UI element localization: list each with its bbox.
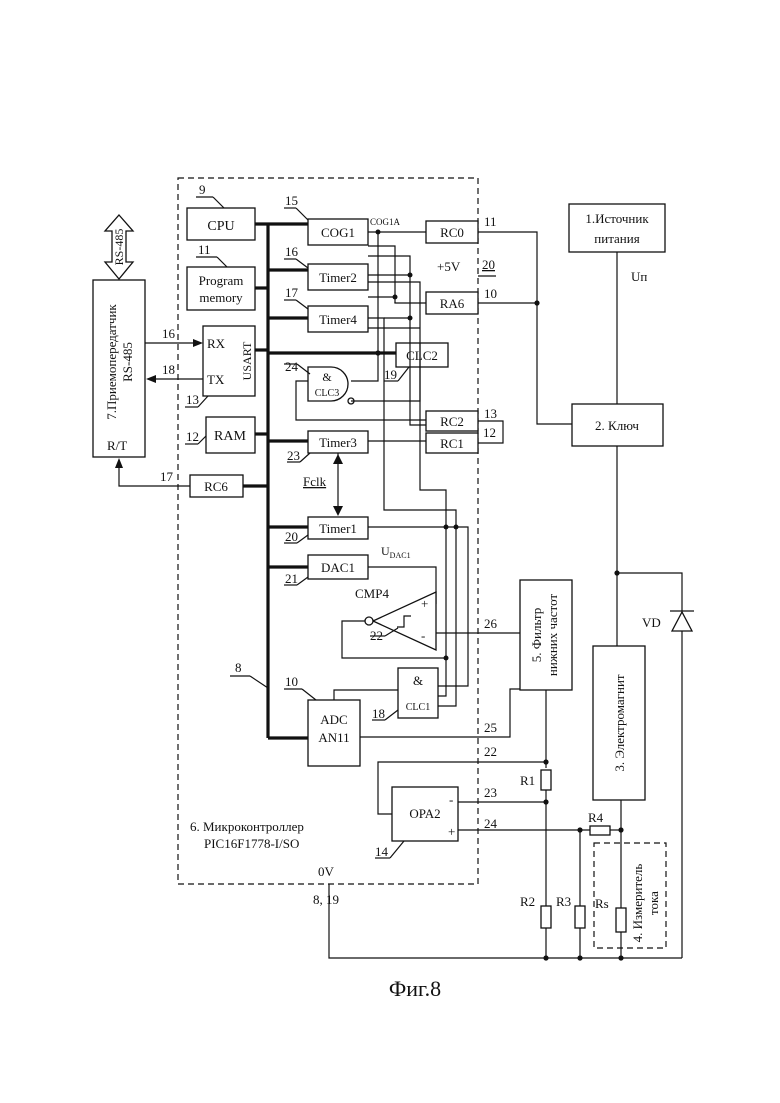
pin-20: 20 [482, 257, 495, 272]
figure-caption: Фиг.8 [389, 976, 441, 1001]
transceiver-label-2: RS-485 [120, 342, 135, 382]
plus5v-label: +5V [437, 259, 461, 274]
rt-label: R/T [107, 438, 127, 453]
pin-25: 25 [484, 720, 497, 735]
ref-15: 15 [285, 193, 298, 208]
ref-rx-16: 16 [162, 326, 176, 341]
timer4-label: Timer4 [319, 312, 357, 327]
power-source-label-2: питания [594, 231, 639, 246]
cog1-label: COG1 [321, 225, 355, 240]
pin-26: 26 [484, 616, 498, 631]
r1-resistor [541, 770, 551, 790]
r4-label: R4 [588, 810, 604, 825]
adc-label: ADC [320, 712, 347, 727]
cog1a-label: COG1A [370, 217, 401, 227]
rc0-label: RC0 [440, 225, 464, 240]
r2-label: R2 [520, 894, 535, 909]
r1-label: R1 [520, 773, 535, 788]
clc1-label: CLC1 [406, 702, 430, 713]
program-memory-label-2: memory [199, 290, 243, 305]
rs-label: Rs [595, 896, 609, 911]
r2-resistor [541, 906, 551, 928]
clc3-label: CLC3 [315, 388, 339, 399]
fclk-label: Fclk [303, 474, 327, 489]
pin-12: 12 [483, 425, 496, 440]
mcu-label-2: PIC16F1778-I/SO [204, 836, 299, 851]
udac-label: UDAC1 [381, 544, 411, 560]
timer3-label: Timer3 [319, 435, 357, 450]
vd-label: VD [642, 615, 661, 630]
ram-label: RAM [214, 429, 246, 444]
usart-label: USART [240, 341, 254, 380]
usart-rx: RX [207, 336, 226, 351]
pin-23: 23 [484, 785, 497, 800]
transceiver-block [93, 280, 145, 457]
program-memory-label-1: Program [199, 273, 244, 288]
opa2-plus: + [448, 824, 455, 839]
ref-tx-18: 18 [162, 362, 175, 377]
r4-resistor [590, 826, 610, 835]
rc6-label: RC6 [204, 479, 228, 494]
ref-14: 14 [375, 844, 389, 859]
gnd-pins-label: 8, 19 [313, 892, 339, 907]
ref-13: 13 [186, 392, 199, 407]
an11-label: AN11 [318, 730, 349, 745]
ref-12: 12 [186, 429, 199, 444]
rs-resistor [616, 908, 626, 932]
power-source-label-1: 1.Источник [585, 211, 649, 226]
ref-16: 16 [285, 244, 299, 259]
ref-11: 11 [198, 242, 211, 257]
pin-22: 22 [484, 744, 497, 759]
ref-23: 23 [287, 448, 300, 463]
r3-resistor [575, 906, 585, 928]
clc2-label: CLC2 [406, 348, 438, 363]
pin-24: 24 [484, 816, 498, 831]
cpu-label: CPU [207, 219, 234, 234]
opa2-minus: - [449, 792, 453, 807]
pin-13: 13 [484, 406, 497, 421]
ra6-label: RA6 [440, 296, 465, 311]
ref-20: 20 [285, 529, 298, 544]
rc1-label: RC1 [440, 436, 464, 451]
ref-21: 21 [285, 571, 298, 586]
clc3-and: & [322, 370, 332, 384]
key-label: 2. Ключ [595, 418, 639, 433]
ref-rt-17: 17 [160, 469, 174, 484]
ref-22: 22 [370, 628, 383, 643]
usart-tx: TX [207, 372, 225, 387]
dac1-label: DAC1 [321, 560, 355, 575]
opa2-label: OPA2 [409, 806, 440, 821]
transceiver-label-1: 7.Приемопередатчик [104, 304, 119, 420]
rs485-label: RS-485 [112, 229, 126, 266]
current-meter-label-1: 4. Измеритель [630, 864, 645, 943]
cmp4-plus: + [421, 596, 428, 611]
cmp4-minus: - [421, 628, 425, 643]
ref-18: 18 [372, 706, 385, 721]
timer1-label: Timer1 [319, 521, 357, 536]
ref-24: 24 [285, 359, 299, 374]
rc2-label: RC2 [440, 414, 464, 429]
cmp4-label: CMP4 [355, 586, 389, 601]
zero-v-label: 0V [318, 864, 335, 879]
ref-19: 19 [384, 367, 397, 382]
ref-17: 17 [285, 285, 299, 300]
r3-label: R3 [556, 894, 571, 909]
mcu-label-1: 6. Микроконтроллер [190, 819, 304, 834]
lpf-label-2: нижних частот [545, 594, 560, 676]
ref-8: 8 [235, 660, 242, 675]
vd-diode [672, 612, 692, 631]
clc1-and: & [413, 673, 423, 688]
timer2-label: Timer2 [319, 270, 357, 285]
electromagnet-label: 3. Электромагнит [612, 674, 627, 772]
pin-11: 11 [484, 214, 497, 229]
ref-10: 10 [285, 674, 298, 689]
ref-9: 9 [199, 182, 206, 197]
pin-10: 10 [484, 286, 497, 301]
current-meter-label-2: тока [646, 891, 661, 915]
un-label: Uп [631, 269, 647, 284]
lpf-label-1: 5. Фильтр [529, 608, 544, 663]
